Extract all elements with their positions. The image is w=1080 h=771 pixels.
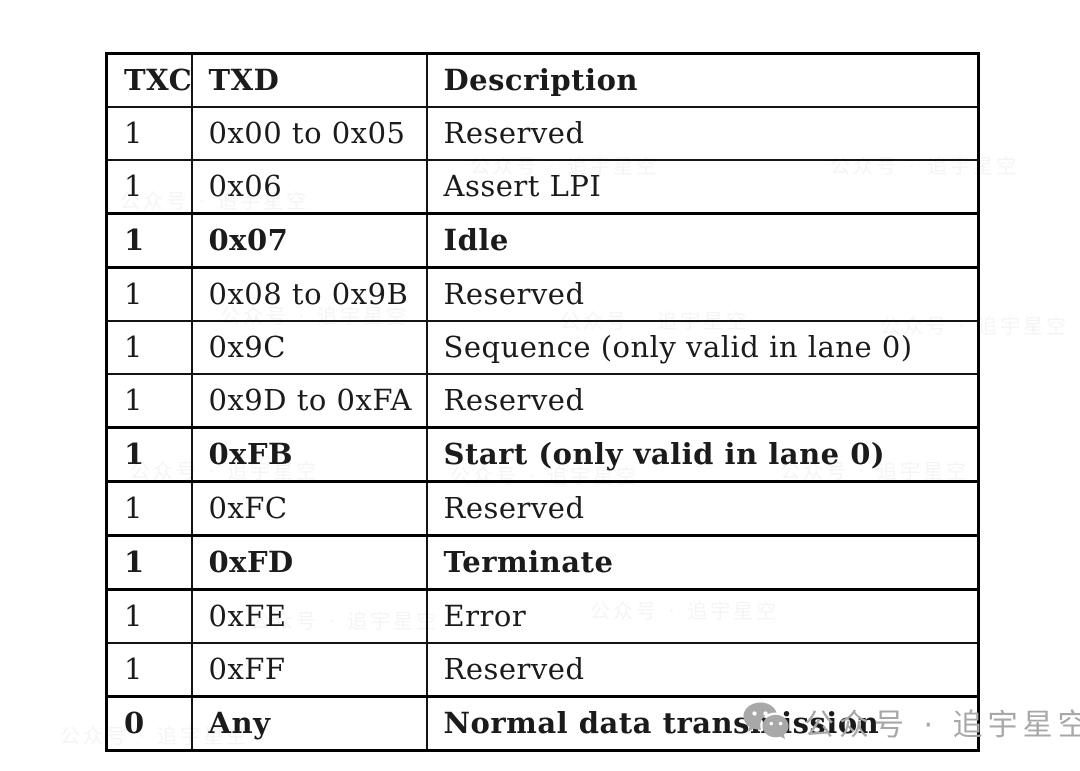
- cell-description: Normal data transmission: [425, 695, 980, 752]
- table-header: TXC TXD Description: [105, 52, 980, 108]
- column-header-txc: TXC: [105, 52, 193, 108]
- cell-txd: 0xFC: [190, 480, 428, 537]
- cell-txd: 0x00 to 0x05: [190, 106, 428, 161]
- cell-description: Idle: [425, 212, 980, 269]
- watermark-label: 公众号 · 追宇星空: [804, 708, 1080, 743]
- cell-txc: 1: [105, 159, 193, 215]
- cell-txc: 1: [105, 534, 193, 591]
- cell-description: Start (only valid in lane 0): [425, 426, 980, 483]
- wechat-icon: [742, 701, 792, 743]
- column-header-txd: TXD: [190, 52, 428, 108]
- cell-txd: Any: [190, 695, 428, 752]
- cell-txc: 1: [105, 426, 193, 483]
- cell-txc: 1: [105, 642, 193, 698]
- cell-txc: 0: [105, 695, 193, 752]
- cell-txd: 0x07: [190, 212, 428, 269]
- cell-txc: 1: [105, 320, 193, 375]
- cell-txc: 1: [105, 373, 193, 429]
- cell-txd: 0x06: [190, 159, 428, 215]
- cell-txd: 0xFB: [190, 426, 428, 483]
- cell-description: Error: [425, 588, 980, 644]
- cell-txd: 0x08 to 0x9B: [190, 266, 428, 322]
- cell-txc: 1: [105, 266, 193, 322]
- cell-description: Sequence (only valid in lane 0): [425, 320, 980, 375]
- wechat-watermark: 公众号 · 追宇星空: [742, 700, 1080, 744]
- cell-txd: 0x9D to 0xFA: [190, 373, 428, 429]
- cell-description: Reserved: [425, 642, 980, 698]
- cell-txc: 1: [105, 588, 193, 644]
- cell-description: Reserved: [425, 373, 980, 429]
- cell-txc: 1: [105, 106, 193, 161]
- cell-description: Terminate: [425, 534, 980, 591]
- cell-txd: 0x9C: [190, 320, 428, 375]
- cell-txd: 0xFE: [190, 588, 428, 644]
- column-header-description: Description: [425, 52, 980, 108]
- cell-txc: 1: [105, 212, 193, 269]
- cell-description: Reserved: [425, 266, 980, 322]
- table-header-row: TXC TXD Description: [105, 52, 980, 108]
- cell-description: Reserved: [425, 480, 980, 537]
- cell-txd: 0xFD: [190, 534, 428, 591]
- cell-description: Assert LPI: [425, 159, 980, 215]
- cell-description: Reserved: [425, 106, 980, 161]
- cell-txc: 1: [105, 480, 193, 537]
- cell-txd: 0xFF: [190, 642, 428, 698]
